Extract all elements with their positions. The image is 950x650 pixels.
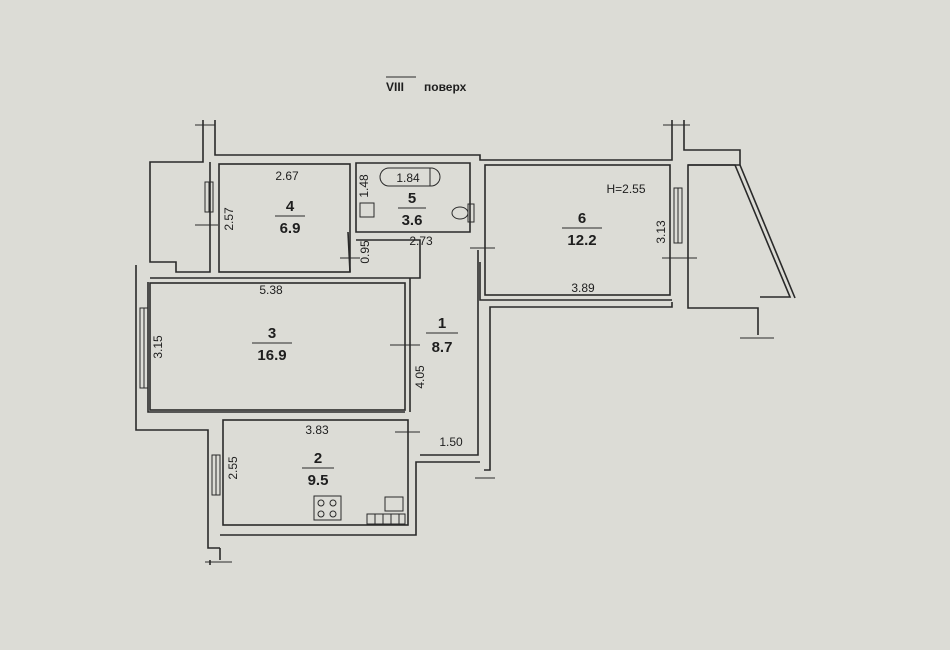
floor-number: VIII [386, 80, 404, 94]
svg-text:16.9: 16.9 [257, 347, 286, 364]
sink-icon [359, 202, 375, 218]
toilet-icon [451, 203, 475, 223]
dim-room-6-width: 3.89 [571, 281, 595, 295]
stove-icon [313, 495, 342, 521]
windows [139, 181, 683, 496]
dim-room-1-bottom: 1.50 [439, 435, 463, 449]
room-4-label: 4 6.9 [275, 198, 305, 237]
floor-word: поверх [424, 80, 467, 94]
room-5-label: 5 3.6 [398, 190, 426, 229]
dim-room-5-gap: 0.95 [358, 240, 372, 264]
dim-room-6-ceiling: H=2.55 [606, 182, 645, 196]
room-3-label: 3 16.9 [252, 325, 292, 364]
radiator-icon [366, 513, 406, 525]
inner-walls [149, 162, 671, 526]
outer-walls [135, 120, 796, 565]
room-2-label: 2 9.5 [302, 450, 334, 489]
svg-text:3: 3 [268, 325, 276, 342]
svg-text:6: 6 [578, 210, 586, 227]
room-6-label: 6 12.2 [562, 210, 602, 249]
dim-room-5-width: 2.73 [409, 234, 433, 248]
svg-text:4: 4 [286, 198, 295, 215]
dim-room-6-height: 3.13 [654, 220, 668, 244]
dim-room-5-height: 1.48 [357, 174, 371, 198]
svg-text:5: 5 [408, 190, 416, 207]
dim-room-5-bath: 1.84 [396, 171, 420, 185]
dim-room-3-width: 5.38 [259, 283, 283, 297]
dim-room-4-width: 2.67 [275, 169, 299, 183]
svg-text:9.5: 9.5 [308, 472, 329, 489]
svg-text:6.9: 6.9 [280, 220, 301, 237]
svg-text:8.7: 8.7 [432, 339, 453, 356]
bathtub-icon [379, 167, 441, 187]
room-1-label: 1 8.7 [426, 315, 458, 356]
kitchen-sink-icon [384, 496, 404, 512]
dim-room-2-height: 2.55 [226, 456, 240, 480]
svg-text:2: 2 [314, 450, 322, 467]
svg-text:3.6: 3.6 [402, 212, 423, 229]
junction-ticks [195, 124, 774, 563]
svg-text:1: 1 [438, 315, 446, 332]
dimension-labels: 2.67 2.57 1.48 1.84 2.73 0.95 H=2.55 3.1… [151, 169, 668, 480]
svg-text:12.2: 12.2 [567, 232, 596, 249]
dim-room-3-height: 3.15 [151, 335, 165, 359]
dim-room-1-length: 4.05 [413, 365, 427, 389]
dim-room-2-width: 3.83 [305, 423, 329, 437]
dim-room-4-height: 2.57 [222, 207, 236, 231]
